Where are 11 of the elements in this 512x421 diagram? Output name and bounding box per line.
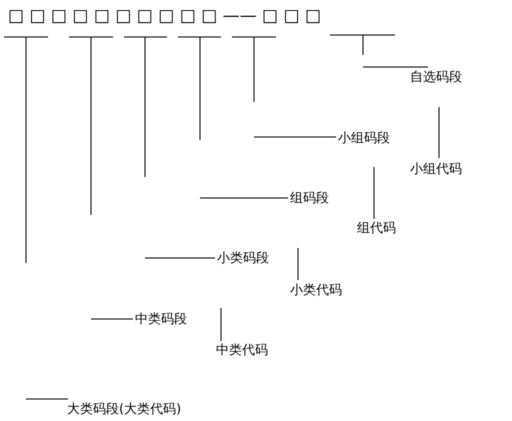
segment-label: 大类码段(大类代码): [67, 402, 182, 417]
segment-label: 组码段: [290, 191, 329, 206]
code-digit-boxes: □ □ □ □ □ □ □ □ □ □ —— □ □ □: [8, 6, 322, 26]
segment-label: 自选码段: [410, 70, 462, 85]
segment-label: 组代码: [357, 221, 396, 236]
segment-label: 小组码段: [338, 131, 390, 146]
segment-label: 小类码段: [217, 251, 269, 266]
segment-label: 中类码段: [135, 312, 187, 327]
segment-label: 中类代码: [216, 343, 268, 358]
segment-label: 小类代码: [290, 283, 342, 298]
segment-label: 小组代码: [410, 162, 462, 177]
